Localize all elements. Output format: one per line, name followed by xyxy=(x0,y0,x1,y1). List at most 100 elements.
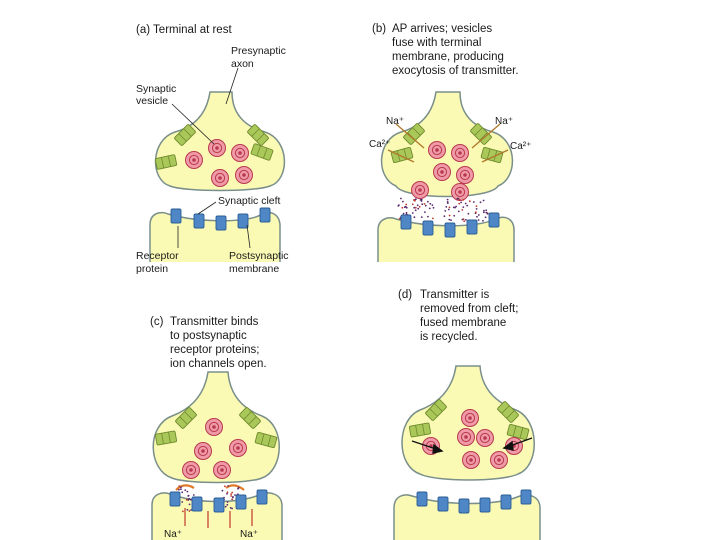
transmitter-dot xyxy=(402,212,405,215)
transmitter-dot xyxy=(461,209,464,211)
presynaptic-axon-label-1: Presynaptic xyxy=(231,45,286,57)
transmitter-dot xyxy=(453,214,456,217)
transmitter-dot xyxy=(424,211,426,214)
transmitter-dot xyxy=(190,498,192,501)
transmitter-dot xyxy=(192,494,195,496)
transmitter-dot xyxy=(178,488,180,491)
transmitter-dot xyxy=(445,206,448,208)
transmitter-dot xyxy=(427,215,429,218)
transmitter-dot xyxy=(190,509,193,511)
transmitter-dot xyxy=(221,489,224,492)
transmitter-dot xyxy=(432,217,434,220)
transmitter-dot xyxy=(231,491,234,494)
na-influx-arrows-c xyxy=(184,508,253,528)
ca-label-left-b: Ca²⁺ xyxy=(369,139,390,150)
transmitter-dot xyxy=(180,488,182,491)
transmitter-dot xyxy=(482,199,485,202)
transmitter-dot xyxy=(417,207,420,210)
panel-a-caption: (a) Terminal at rest xyxy=(136,24,232,36)
transmitter-dot xyxy=(401,206,404,209)
transmitter-dot xyxy=(420,216,423,219)
panel-c-caption-line-1: Transmitter binds xyxy=(170,316,259,328)
panel-d-caption-letter: (d) xyxy=(398,289,412,301)
open-channel-caps-c xyxy=(175,484,245,491)
panel-c: (c) Transmitter binds to postsynaptic re… xyxy=(150,316,283,540)
na-label-left-c: Na⁺ xyxy=(164,529,182,540)
receptor-protein-label-1: Receptor xyxy=(136,250,179,262)
transmitter-dot xyxy=(448,214,451,217)
synaptic-vesicle-label-1: Synaptic xyxy=(136,83,176,95)
panel-b: (b) AP arrives; vesicles fuse with termi… xyxy=(369,23,531,262)
transmitter-dot xyxy=(227,485,230,487)
transmitter-dot xyxy=(443,215,446,218)
transmitter-dot xyxy=(226,503,229,506)
transmitter-dot xyxy=(188,503,191,506)
transmitter-dot xyxy=(455,205,457,208)
transmitter-dot xyxy=(405,211,408,214)
presynaptic-axon-label-2: axon xyxy=(231,58,254,70)
transmitter-dot xyxy=(466,204,469,207)
transmitter-dot xyxy=(226,491,229,494)
transmitter-dot xyxy=(468,200,471,203)
transmitter-dot xyxy=(418,205,421,208)
transmitter-dot xyxy=(475,205,478,208)
panel-c-caption-line-2: to postsynaptic xyxy=(170,330,247,342)
panel-d-caption-line-1: Transmitter is xyxy=(420,289,489,301)
panel-b-caption-letter: (b) xyxy=(372,23,386,35)
transmitter-dot xyxy=(414,206,417,209)
transmitter-dot xyxy=(467,212,470,215)
transmitter-dot xyxy=(186,508,189,511)
transmitter-dot xyxy=(477,219,480,221)
transmitter-dot xyxy=(483,211,485,214)
transmitter-dot xyxy=(230,495,233,497)
panel-c-caption-letter: (c) xyxy=(150,316,164,328)
transmitter-dot xyxy=(444,210,447,212)
transmitter-dot xyxy=(181,491,184,494)
transmitter-dot xyxy=(400,197,402,200)
transmitter-dot xyxy=(477,214,480,216)
transmitter-dot xyxy=(232,496,234,499)
transmitter-dot xyxy=(413,216,416,219)
postsynaptic-membrane-label-2: membrane xyxy=(229,263,279,275)
transmitter-dot xyxy=(402,200,404,203)
transmitter-dot xyxy=(178,485,181,487)
recycling-arrows-d xyxy=(411,437,533,454)
transmitter-dot xyxy=(188,497,191,500)
transmitter-dot xyxy=(485,211,488,214)
transmitter-dot xyxy=(226,501,229,503)
transmitter-dot xyxy=(182,510,184,513)
transmitter-dot xyxy=(405,203,408,206)
panel-d-caption-line-4: is recycled. xyxy=(420,331,478,343)
panel-d-caption-line-2: removed from cleft; xyxy=(420,303,518,315)
presynaptic-terminal-b xyxy=(380,91,514,198)
transmitter-dot xyxy=(181,501,184,503)
transmitter-dot xyxy=(462,198,465,201)
transmitter-dot xyxy=(486,212,489,215)
transmitter-dot xyxy=(428,207,431,210)
transmitter-dot xyxy=(458,202,461,205)
transmitter-dot xyxy=(429,202,432,205)
transmitter-dot xyxy=(448,218,451,221)
synaptic-cleft-label: Synaptic cleft xyxy=(218,195,281,207)
ca-label-right-b: Ca²⁺ xyxy=(510,141,531,152)
transmitter-dot xyxy=(483,209,485,212)
transmitter-dot xyxy=(413,206,416,209)
transmitter-dot xyxy=(188,510,191,512)
transmitter-dot xyxy=(226,492,228,495)
transmitter-dot xyxy=(411,212,414,214)
transmitter-dot xyxy=(414,199,416,202)
leader-lines-a xyxy=(171,67,251,249)
transmitter-dot xyxy=(180,486,182,489)
panel-d-caption-line-3: fused membrane xyxy=(420,317,506,329)
transmitter-dot xyxy=(446,202,449,205)
panel-c-caption-line-4: ion channels open. xyxy=(170,358,267,370)
transmitter-dot xyxy=(448,206,451,209)
transmitter-dot xyxy=(404,205,407,208)
panel-c-caption-line-3: receptor proteins; xyxy=(170,344,260,356)
transmitter-dots-b xyxy=(397,197,489,223)
transmitter-dot xyxy=(231,507,234,510)
transmitter-dot xyxy=(234,494,236,496)
transmitter-dot xyxy=(460,201,462,204)
transmitter-dot xyxy=(414,198,417,201)
